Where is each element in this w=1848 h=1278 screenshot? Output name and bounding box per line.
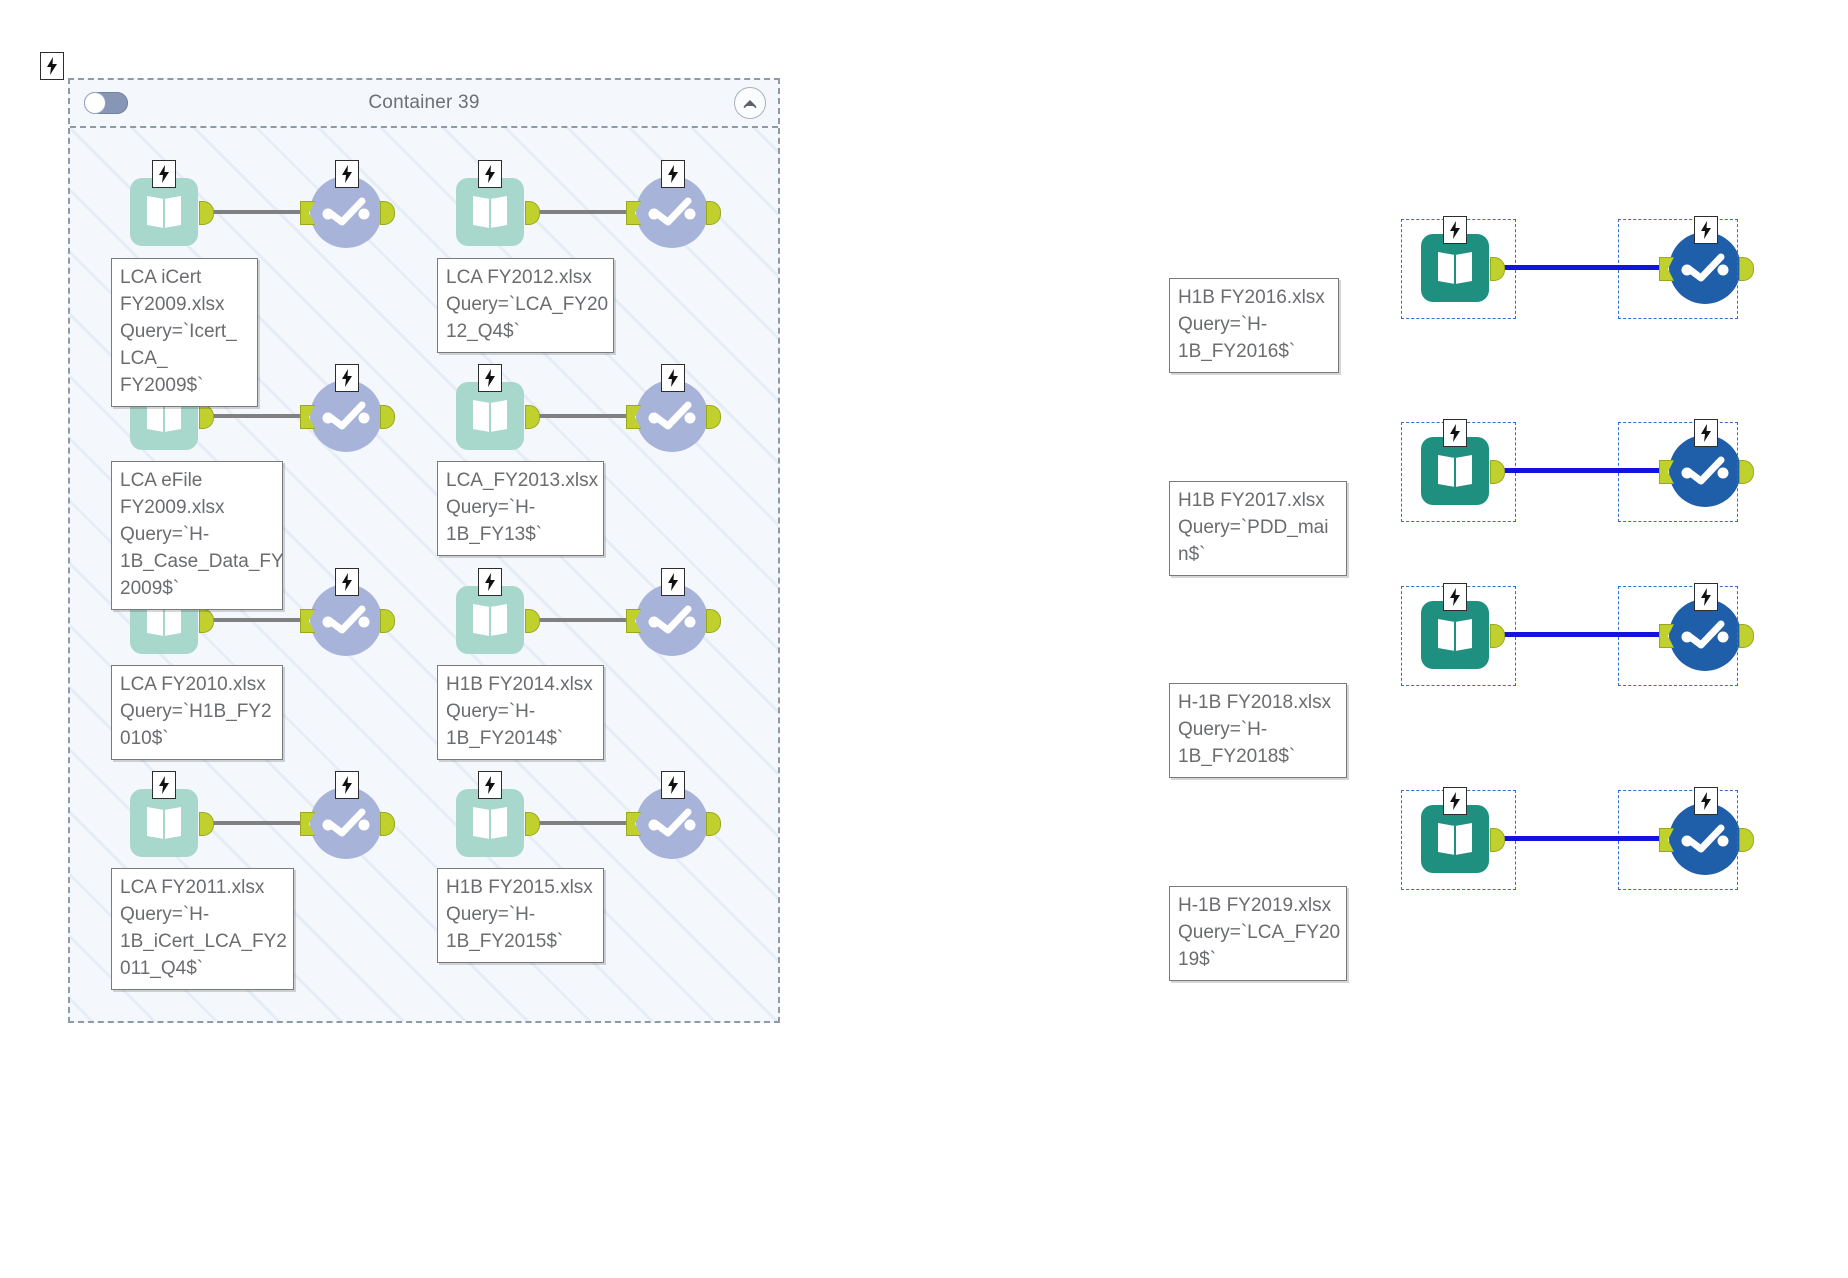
book-glyph (147, 196, 181, 228)
destination-icon[interactable] (636, 787, 708, 859)
lightning-bolt-icon (661, 568, 685, 596)
check-glyph (322, 197, 370, 226)
lightning-bolt-icon (661, 160, 685, 188)
data-flow-path[interactable] (1503, 836, 1661, 841)
annotation-label: H1B FY2016.xlsx Query=`H- 1B_FY2016$` (1169, 278, 1339, 373)
excel-source-icon[interactable] (456, 382, 524, 450)
data-flow-path[interactable] (1503, 265, 1661, 270)
lightning-bolt-icon (1443, 787, 1467, 815)
excel-source-icon[interactable] (1421, 805, 1489, 873)
lightning-bolt-icon (661, 364, 685, 392)
annotation-label: LCA FY2011.xlsx Query=`H- 1B_iCert_LCA_F… (111, 868, 294, 990)
lightning-bolt-icon (478, 160, 502, 188)
bolt-glyph (47, 57, 57, 75)
annotation-label: LCA FY2012.xlsx Query=`LCA_FY20 12_Q4$` (437, 258, 614, 353)
destination-icon[interactable] (636, 176, 708, 248)
lightning-bolt-icon (478, 364, 502, 392)
lightning-bolt-icon (1694, 787, 1718, 815)
data-flow-path[interactable] (1503, 468, 1661, 473)
container-header: Container 39 (70, 80, 778, 128)
annotation-label: H1B FY2015.xlsx Query=`H- 1B_FY2015$` (437, 868, 604, 963)
excel-source-icon[interactable] (1421, 601, 1489, 669)
toggle-knob (85, 93, 105, 113)
data-flow-path[interactable] (538, 210, 628, 214)
data-flow-path[interactable] (212, 821, 302, 825)
excel-source-icon[interactable] (456, 586, 524, 654)
annotation-label: H1B FY2014.xlsx Query=`H- 1B_FY2014$` (437, 665, 604, 760)
lightning-bolt-icon (152, 771, 176, 799)
excel-source-icon[interactable] (130, 789, 198, 857)
lightning-bolt-icon (478, 568, 502, 596)
data-flow-path[interactable] (212, 414, 302, 418)
destination-icon[interactable] (1669, 803, 1741, 875)
excel-source-icon[interactable] (456, 789, 524, 857)
destination-icon[interactable] (636, 584, 708, 656)
destination-icon[interactable] (1669, 435, 1741, 507)
destination-icon[interactable] (310, 176, 382, 248)
annotation-label: H1B FY2017.xlsx Query=`PDD_mai n$` (1169, 481, 1347, 576)
lightning-bolt-icon (1694, 583, 1718, 611)
destination-icon[interactable] (1669, 599, 1741, 671)
destination-output-port[interactable] (1739, 624, 1754, 648)
data-flow-path[interactable] (538, 821, 628, 825)
annotation-label: LCA eFile FY2009.xlsx Query=`H- 1B_Case_… (111, 461, 284, 610)
lightning-bolt-icon (40, 52, 64, 80)
lightning-bolt-icon (335, 771, 359, 799)
destination-icon[interactable] (636, 380, 708, 452)
destination-icon[interactable] (310, 380, 382, 452)
destination-output-port[interactable] (1739, 257, 1754, 281)
annotation-label: H-1B FY2018.xlsx Query=`H- 1B_FY2018$` (1169, 683, 1347, 778)
lightning-bolt-icon (335, 568, 359, 596)
lightning-bolt-icon (1694, 419, 1718, 447)
page-title: Container 39 (368, 92, 480, 113)
destination-output-port[interactable] (1739, 460, 1754, 484)
destination-icon[interactable] (1669, 232, 1741, 304)
destination-output-port[interactable] (1739, 828, 1754, 852)
lightning-bolt-icon (661, 771, 685, 799)
data-flow-path[interactable] (212, 618, 302, 622)
lightning-bolt-icon (1443, 583, 1467, 611)
lightning-bolt-icon (152, 160, 176, 188)
lightning-bolt-icon (335, 364, 359, 392)
excel-source-icon[interactable] (1421, 437, 1489, 505)
destination-icon[interactable] (310, 584, 382, 656)
annotation-label: LCA_FY2013.xlsx Query=`H- 1B_FY13$` (437, 461, 604, 556)
data-flow-path[interactable] (538, 618, 628, 622)
annotation-label: LCA iCert FY2009.xlsx Query=`Icert_ LCA_… (111, 258, 258, 407)
lightning-bolt-icon (1443, 419, 1467, 447)
lightning-bolt-icon (478, 771, 502, 799)
data-flow-path[interactable] (212, 210, 302, 214)
lightning-bolt-icon (335, 160, 359, 188)
excel-source-icon[interactable] (456, 178, 524, 246)
destination-icon[interactable] (310, 787, 382, 859)
container-enable-toggle[interactable] (84, 92, 128, 114)
excel-source-icon[interactable] (1421, 234, 1489, 302)
annotation-label: LCA FY2010.xlsx Query=`H1B_FY2 010$` (111, 665, 283, 760)
lightning-bolt-icon (1694, 216, 1718, 244)
lightning-bolt-icon (1443, 216, 1467, 244)
data-flow-path[interactable] (538, 414, 628, 418)
annotation-label: H-1B FY2019.xlsx Query=`LCA_FY20 19$` (1169, 886, 1347, 981)
chevron-up-glyph (743, 100, 757, 109)
collapse-icon[interactable] (734, 87, 766, 119)
excel-source-icon[interactable] (130, 178, 198, 246)
data-flow-path[interactable] (1503, 632, 1661, 637)
